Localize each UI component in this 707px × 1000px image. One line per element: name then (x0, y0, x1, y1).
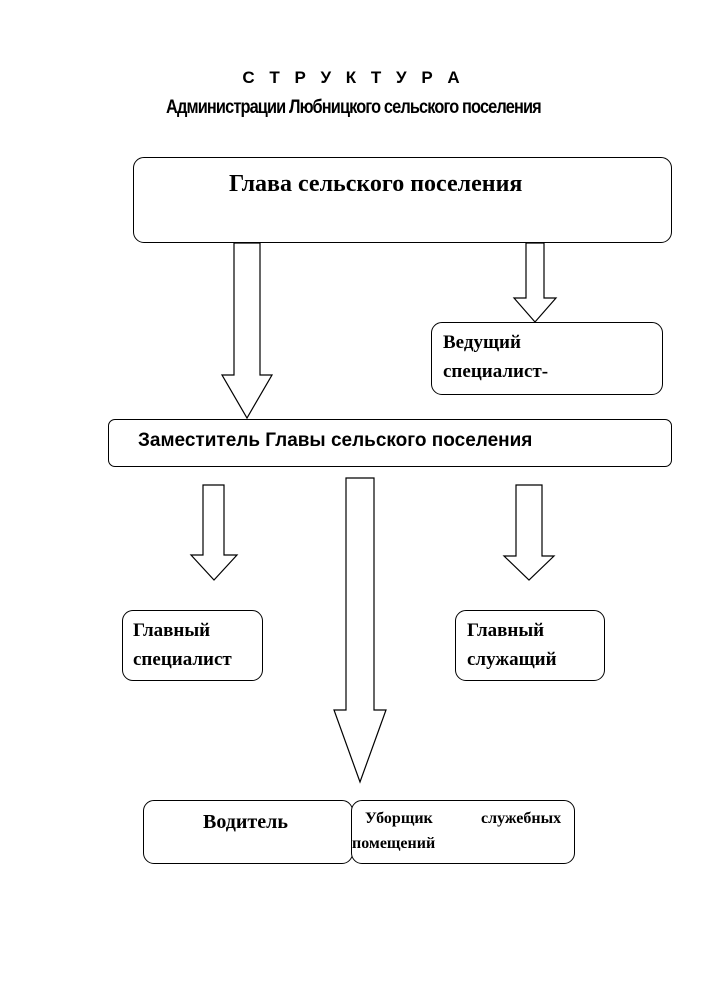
deputy-label: Заместитель Главы сельского поселения (138, 430, 533, 451)
lead-specialist-label-line2: специалист- (443, 361, 549, 382)
lead-specialist-box: Ведущий специалист- (431, 322, 663, 395)
chief-employee-box: Главный служащий (455, 610, 605, 681)
lead-specialist-label-line1: Ведущий (443, 332, 521, 353)
chief-specialist-box: Главный специалист (122, 610, 263, 681)
chief-employee-label-line2: служащий (467, 649, 557, 670)
chief-specialist-label-line2: специалист (133, 649, 232, 670)
cleaner-label-line1-right: служебных (481, 810, 562, 827)
driver-label: Водитель (203, 811, 288, 833)
cleaner-label-line2: помещений (352, 835, 436, 852)
head-label: Глава сельского поселения (229, 171, 523, 197)
head-box: Глава сельского поселения (133, 157, 672, 243)
arrow-deputy-to-driver (333, 477, 387, 784)
diagram-title: С Т Р У К Т У Р А (242, 68, 465, 87)
arrow-head-to-lead-specialist (512, 242, 558, 323)
arrow-deputy-to-chief-specialist (189, 484, 239, 581)
driver-box: Водитель (143, 800, 353, 864)
chief-specialist-label-line1: Главный (133, 620, 211, 641)
cleaner-label-line1-left: Уборщик (365, 810, 433, 827)
deputy-box: Заместитель Главы сельского поселения (108, 419, 672, 467)
arrow-deputy-to-chief-employee (502, 484, 556, 581)
diagram-subtitle: Администрации Любницкого сельского посел… (166, 97, 542, 118)
arrow-head-to-deputy (220, 242, 274, 420)
cleaner-box: Уборщик служебных помещений (351, 800, 575, 864)
chief-employee-label-line1: Главный (467, 620, 545, 641)
